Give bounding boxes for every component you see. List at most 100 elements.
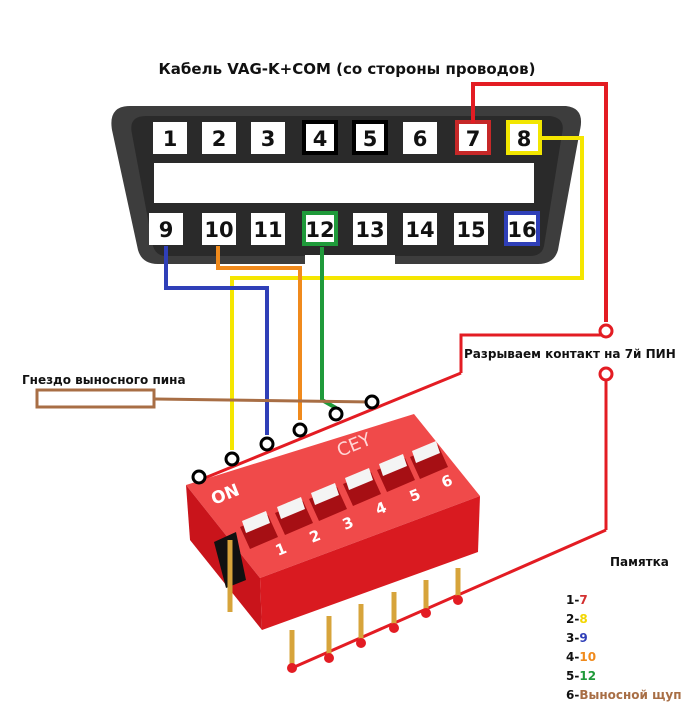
memo-switch-number: 2-: [566, 612, 580, 626]
dip-toggle-1[interactable]: [242, 511, 270, 533]
bottom-pin-16-highlight: [504, 211, 540, 246]
solder-dot: [356, 638, 366, 648]
break-contact-upper: [598, 323, 614, 339]
memo-switch-number: 3-: [566, 631, 580, 645]
memo-switch-number: 6-: [566, 688, 580, 702]
remote-pin-socket: [35, 388, 156, 409]
bottom-pin-12-highlight: [302, 211, 338, 246]
memo-item: 2-8: [566, 610, 682, 629]
memo-switch-number: 4-: [566, 650, 580, 664]
bottom-pin-label: 16: [507, 218, 536, 242]
wire-end-orange: [292, 422, 308, 438]
bottom-pin-10: [202, 213, 236, 245]
top-pin-label: 7: [466, 127, 481, 151]
bottom-pin-16: [505, 213, 539, 245]
bottom-pin-13: [353, 213, 387, 245]
bottom-pin-label: 12: [305, 218, 334, 242]
top-pin-label: 6: [413, 127, 428, 151]
top-pin-4: [303, 122, 337, 154]
top-pin-label: 1: [163, 127, 178, 151]
bottom-leg-solder-points: [287, 595, 463, 673]
obd-top-pin-row: 1 2 3 4 5 6 7 8: [153, 120, 542, 155]
memo-target: 9: [579, 631, 588, 645]
solder-dot: [389, 623, 399, 633]
bottom-pin-12: [303, 213, 337, 245]
memo-target: 8: [579, 612, 588, 626]
top-pin-8-highlight: [506, 120, 542, 155]
dip-toggle-2[interactable]: [277, 497, 305, 519]
obd-connector-slot: [154, 163, 534, 203]
memo-item: 1-7: [566, 591, 682, 610]
wire-end-green: [328, 406, 344, 422]
top-pin-2: [202, 122, 236, 154]
wire-end-brown: [364, 394, 380, 410]
bottom-pin-label: 11: [253, 218, 282, 242]
bottom-pin-label: 13: [355, 218, 384, 242]
memo-target: 7: [579, 593, 588, 607]
bottom-pin-14: [403, 213, 437, 245]
top-pin-5: [353, 122, 387, 154]
dip-toggle-3[interactable]: [311, 483, 339, 505]
bottom-pin-label: 15: [456, 218, 485, 242]
top-pin-8: [507, 122, 541, 154]
bottom-pin-15: [454, 213, 488, 245]
obd-connector-key: [305, 255, 395, 264]
top-pin-label: 2: [212, 127, 227, 151]
bottom-pin-label: 9: [159, 218, 174, 242]
remote-pin-socket-label: Гнездо выносного пина: [22, 373, 186, 387]
top-pin-4-highlight: [302, 120, 338, 155]
wire-pin7-red: [471, 82, 608, 322]
memo-item: 3-9: [566, 629, 682, 648]
solder-dot: [453, 595, 463, 605]
dip-toggle-6[interactable]: [412, 441, 440, 463]
memo-switch-number: 1-: [566, 593, 580, 607]
solder-dot: [324, 653, 334, 663]
obd-bottom-pin-row: 9 10 11 12 13 14 15 16: [149, 211, 540, 246]
dip-toggle-5[interactable]: [379, 454, 407, 476]
wire-pin10-orange: [216, 246, 302, 420]
wire-end-blue: [259, 436, 275, 452]
wire-pin12-green: [320, 247, 337, 410]
top-pin-6: [403, 122, 437, 154]
top-pin-label: 3: [261, 127, 276, 151]
memo-switch-number: 5-: [566, 669, 580, 683]
wire-remote-pin-brown: [154, 397, 373, 404]
wire-switch-bus-red: [199, 371, 462, 482]
dip-switch-side: [260, 496, 480, 630]
memo-item: 6-Выносной щуп: [566, 686, 682, 705]
memo-item: 5-12: [566, 667, 682, 686]
break-contact-lower: [598, 366, 614, 382]
wire-pin8-yellow: [230, 136, 584, 450]
top-pin-label: 5: [363, 127, 378, 151]
dip-toggle-4[interactable]: [345, 468, 373, 490]
solder-dot: [421, 608, 431, 618]
bottom-pin-label: 14: [405, 218, 434, 242]
solder-dot: [287, 663, 297, 673]
break-contact-label: Разрываем контакт на 7й ПИН: [464, 347, 676, 361]
bottom-pin-11: [251, 213, 285, 245]
diagram-title: Кабель VAG-K+COM (со стороны проводов): [158, 60, 536, 78]
dip-switch-toggles: [240, 441, 448, 549]
wire-bus-to-break-red: [459, 333, 606, 373]
memo-target: Выносной щуп: [579, 688, 682, 702]
top-pin-7: [456, 122, 490, 154]
top-pin-label: 8: [517, 127, 532, 151]
wire-end-red: [191, 469, 207, 485]
memo-title: Памятка: [610, 555, 669, 569]
memo-item: 4-10: [566, 648, 682, 667]
memo-target: 10: [579, 650, 597, 664]
wire-bottom-bus-red: [291, 528, 607, 670]
top-pin-1: [153, 122, 187, 154]
wire-pin9-blue: [164, 246, 269, 435]
wire-end-yellow: [224, 451, 240, 467]
top-pin-5-highlight: [352, 120, 388, 155]
bottom-pin-9: [149, 213, 183, 245]
bottom-pin-label: 10: [204, 218, 233, 242]
top-pin-label: 4: [313, 127, 328, 151]
memo-target: 12: [579, 669, 597, 683]
top-pin-3: [251, 122, 285, 154]
